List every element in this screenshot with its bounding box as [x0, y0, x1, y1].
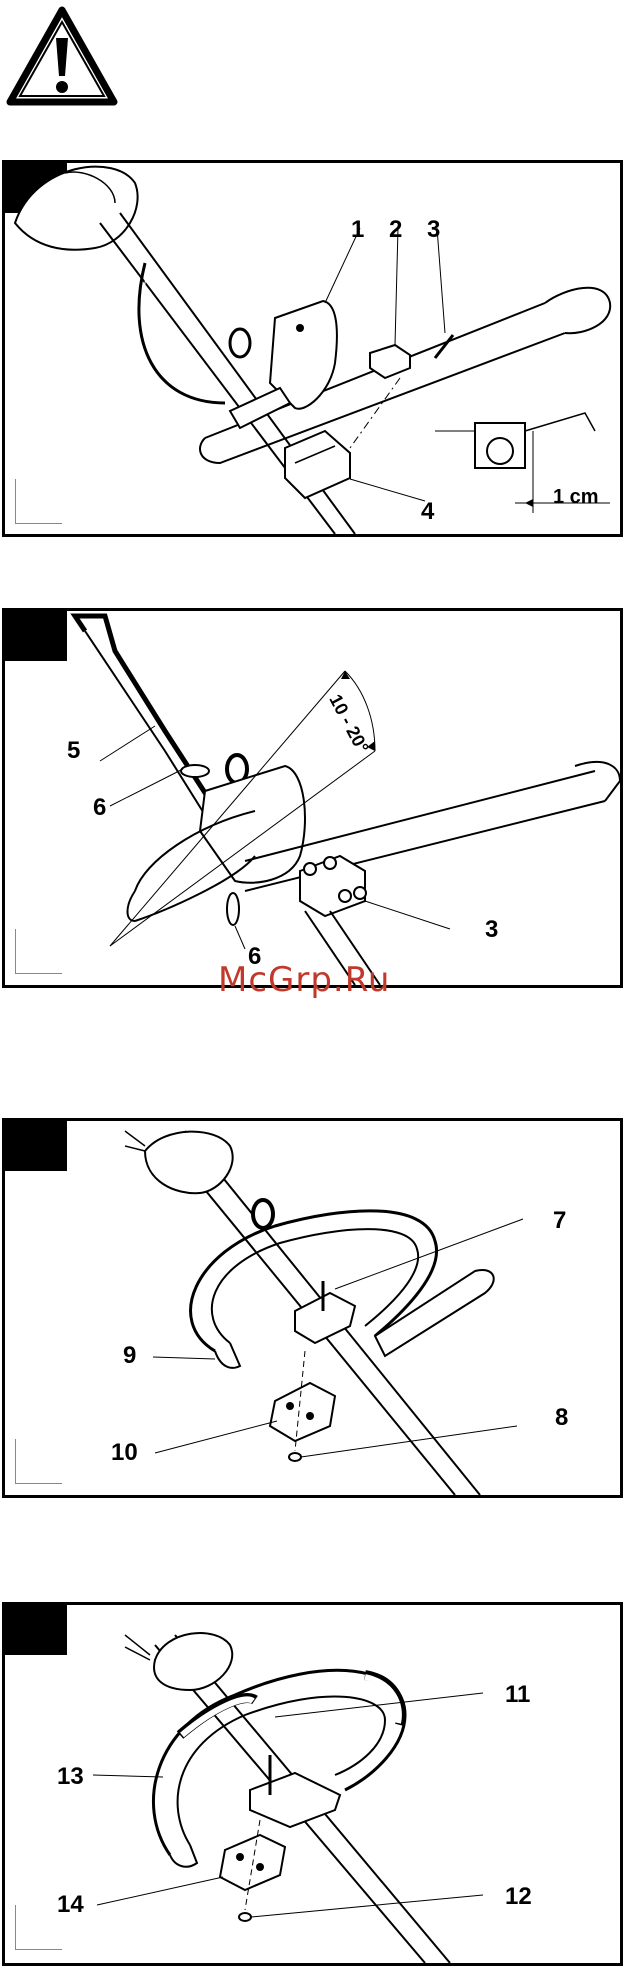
- callout-1: 1: [351, 216, 364, 244]
- callout-11: 11: [505, 1681, 530, 1709]
- callout-12: 12: [505, 1883, 532, 1911]
- figure-1-drawing: [5, 163, 620, 534]
- callout-13: 13: [57, 1763, 84, 1791]
- figure-4-panel: 11 13 14 12: [2, 1602, 623, 1966]
- callout-4: 4: [421, 498, 434, 526]
- corner-mark: [15, 1905, 62, 1950]
- callout-5: 5: [67, 737, 80, 765]
- callout-3: 3: [427, 216, 440, 244]
- callout-7: 7: [553, 1207, 566, 1235]
- callout-10: 10: [111, 1439, 138, 1467]
- callout-8: 8: [555, 1404, 568, 1432]
- corner-mark: [15, 929, 62, 974]
- watermark: McGrp.Ru: [218, 960, 390, 1000]
- callout-6: 6: [93, 794, 106, 822]
- figure-3-panel: 7 9 10 8: [2, 1118, 623, 1498]
- figure-1-panel: 1 2 3 4 1 cm: [2, 160, 623, 537]
- corner-mark: [15, 1439, 62, 1484]
- dimension-label: 1 cm: [553, 486, 599, 509]
- figure-2-panel: 5 6 3 6 10 - 20°: [2, 608, 623, 988]
- corner-mark: [15, 479, 62, 524]
- callout-2: 2: [389, 216, 402, 244]
- callout-9: 9: [123, 1342, 136, 1370]
- warning-triangle-icon: [6, 4, 118, 108]
- figure-3-drawing: [5, 1121, 620, 1495]
- callout-3: 3: [485, 916, 498, 944]
